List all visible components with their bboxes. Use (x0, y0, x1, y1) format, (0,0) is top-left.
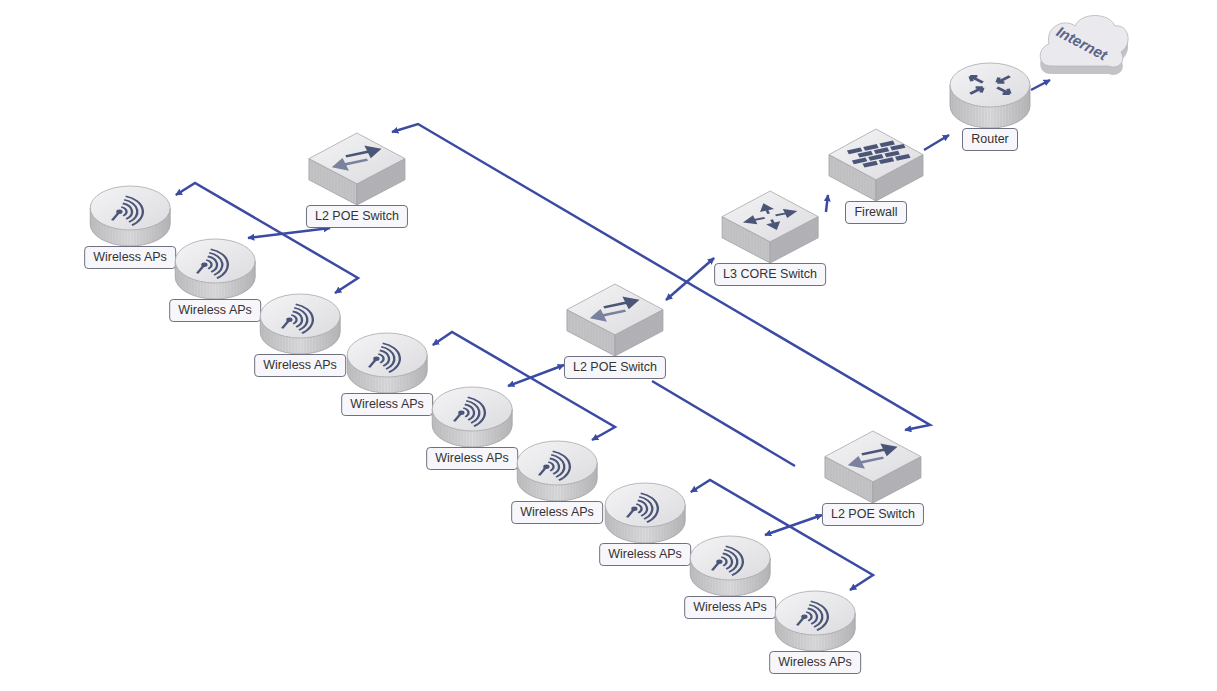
device-icon (346, 332, 428, 394)
device-label: Wireless APs (599, 543, 691, 566)
access-point: Wireless APs (254, 293, 346, 377)
device-icon (604, 482, 686, 544)
network-link (176, 183, 358, 293)
switch-device: L2 POE Switch (306, 132, 408, 228)
access-point: Wireless APs (426, 386, 518, 470)
access-point: Wireless APs (511, 440, 603, 524)
device-label: Wireless APs (254, 354, 346, 377)
access-point: Wireless APs (769, 590, 861, 674)
switch-device: L3 CORE Switch (714, 190, 826, 286)
device-label: L2 POE Switch (306, 205, 408, 228)
device-label: Firewall (845, 201, 906, 224)
device-icon (949, 62, 1031, 129)
access-point: Wireless APs (684, 535, 776, 619)
router-device: Router (949, 62, 1031, 151)
device-icon (566, 283, 664, 357)
device-label: L3 CORE Switch (714, 263, 826, 286)
network-link (924, 135, 949, 150)
device-label: L2 POE Switch (564, 356, 666, 379)
device-label: L2 POE Switch (822, 503, 924, 526)
device-label: Wireless APs (84, 246, 176, 269)
device-icon (516, 440, 598, 502)
device-icon (308, 132, 406, 206)
device-icon (431, 386, 513, 448)
network-link (691, 480, 873, 590)
switch-device: L2 POE Switch (822, 430, 924, 526)
device-label: Wireless APs (426, 447, 518, 470)
device-icon (259, 293, 341, 355)
access-point: Wireless APs (341, 332, 433, 416)
device-icon (689, 535, 771, 597)
device-icon (89, 185, 171, 247)
device-label: Wireless APs (769, 651, 861, 674)
device-label: Wireless APs (684, 596, 776, 619)
access-point: Wireless APs (169, 238, 261, 322)
device-icon (774, 590, 856, 652)
device-label: Wireless APs (169, 299, 261, 322)
device-icon (721, 190, 819, 264)
device-icon (824, 430, 922, 504)
access-point: Wireless APs (599, 482, 691, 566)
access-point: Wireless APs (84, 185, 176, 269)
network-link (826, 195, 828, 212)
device-icon (174, 238, 256, 300)
device-label: Wireless APs (341, 393, 433, 416)
network-link (1031, 80, 1050, 90)
firewall-device: Firewall (828, 128, 924, 224)
device-icon (828, 128, 924, 202)
internet-cloud: Internet (1035, 14, 1130, 80)
device-label: Wireless APs (511, 501, 603, 524)
stub-link (652, 381, 795, 466)
network-link (433, 332, 615, 440)
switch-device: L2 POE Switch (564, 283, 666, 379)
device-label: Router (962, 128, 1018, 151)
network-link (392, 124, 930, 430)
